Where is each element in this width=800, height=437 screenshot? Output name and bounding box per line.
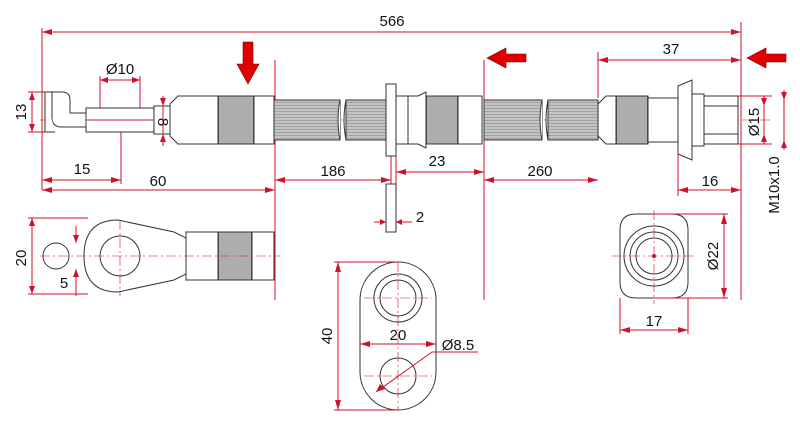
middle-section-dimension: 186 — [275, 156, 392, 232]
bend-height-dimension: 13 — [13, 91, 45, 133]
middle-section-label: 186 — [320, 163, 345, 180]
left-section-label: 60 — [150, 173, 167, 190]
nut-length-dimension: 16 — [677, 154, 741, 196]
thread-label: M10x1.0 — [766, 156, 783, 214]
nut-diameter-dimension: Ø22 — [654, 213, 728, 299]
pin-size-label: 8 — [154, 118, 171, 126]
right-end-fitting — [597, 79, 739, 161]
middle-bracket-fitting — [345, 83, 483, 157]
bracket-height-dimension: 40 — [319, 261, 398, 411]
pipe-diameter-dimension: Ø10 — [99, 61, 141, 108]
bracket-hole-spacing-label: 20 — [390, 327, 407, 344]
nut-width-label: 17 — [646, 313, 663, 330]
nut-end-view — [612, 210, 696, 304]
bracket-width-label: 23 — [429, 153, 446, 170]
right-section-dimension: 260 — [484, 163, 598, 183]
bend-height-label: 13 — [13, 104, 30, 121]
flow-arrow-left-end-icon — [746, 47, 787, 69]
bracket-hole-spacing-dimension: 20 — [360, 327, 436, 347]
nut-length-label: 16 — [702, 173, 719, 190]
bracket-width-dimension: 23 — [395, 153, 484, 232]
end-fitting-length-label: 37 — [663, 41, 680, 58]
hose-segment-left — [273, 99, 341, 141]
bracket-hole-dimension: Ø8.5 — [375, 337, 478, 393]
bracket-thickness-label: 2 — [416, 209, 424, 226]
right-section-label: 260 — [527, 163, 552, 180]
thread-dimension: M10x1.0 — [766, 90, 787, 214]
nut-width-dimension: 17 — [619, 298, 689, 334]
overall-length-dimension: 566 — [41, 13, 742, 300]
eye-pin-label: 5 — [60, 275, 68, 292]
bracket-thickness-dimension: 2 — [374, 183, 424, 233]
left-section-dimension: 60 — [42, 173, 275, 193]
eye-pin-dimension: 5 — [60, 226, 79, 296]
pin-size-dimension: 8 — [154, 96, 171, 146]
pipe-diameter-label: Ø10 — [106, 61, 134, 78]
eye-height-label: 20 — [13, 250, 30, 267]
bracket-hole-label: Ø8.5 — [442, 337, 475, 354]
hose-segment-right-b — [547, 99, 599, 141]
tube-diameter-dimension: Ø15 — [738, 95, 772, 145]
bracket-height-label: 40 — [319, 328, 336, 345]
eye-fitting-view — [40, 219, 280, 296]
left-bent-pipe — [44, 91, 275, 145]
end-fitting-length-dimension: 37 — [597, 41, 741, 98]
hose-segment-right-a — [483, 99, 543, 141]
tube-diameter-label: Ø15 — [746, 108, 763, 136]
flow-arrow-down-icon — [236, 41, 260, 85]
bend-offset-label: 15 — [74, 161, 91, 178]
nut-diameter-label: Ø22 — [705, 242, 722, 270]
eye-height-dimension: 20 — [13, 217, 88, 295]
bend-offset-dimension: 15 — [42, 132, 122, 184]
flow-arrow-left-icon — [486, 47, 527, 69]
overall-length-label: 566 — [379, 13, 404, 30]
